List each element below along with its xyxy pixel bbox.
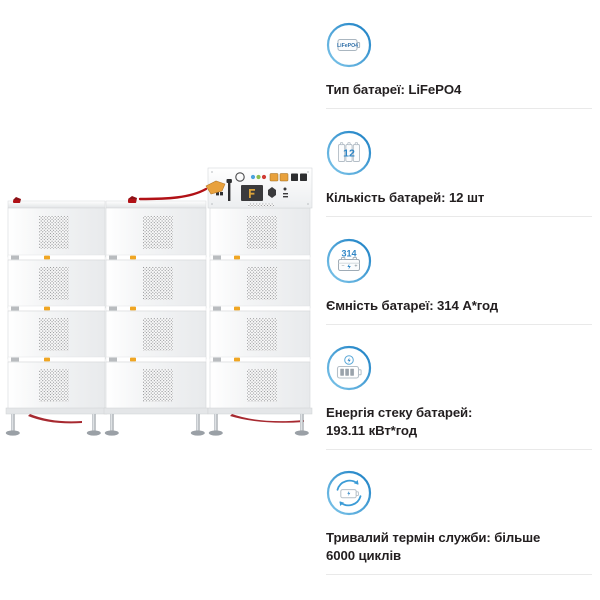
svg-text:314: 314 — [341, 249, 356, 259]
battery-energy-icon — [326, 345, 372, 391]
svg-text:−: − — [341, 263, 344, 269]
svg-text:LiFePO4: LiFePO4 — [337, 43, 358, 49]
battery-stack-column-2 — [103, 196, 209, 436]
product-image-pane — [5, 167, 313, 436]
spec-divider — [326, 324, 592, 325]
spec-label-battery-type: Тип батареї: LiFePO4 — [326, 82, 462, 97]
svg-text:12: 12 — [343, 147, 355, 159]
cable-connector — [128, 196, 137, 203]
spec-item-battery-type: LiFePO4 Тип батареї: LiFePO4 — [326, 22, 592, 99]
spec-item-stack-energy: Енергія стеку батарей: 193.11 кВт*год — [326, 345, 592, 439]
spec-label-battery-count: Кількість батарей: 12 шт — [326, 190, 485, 205]
control-panel — [138, 167, 313, 209]
spec-label-cycle-life: Тривалий термін служби: більше 6000 цикл… — [326, 530, 541, 563]
battery-stack-column-1 — [5, 197, 108, 436]
spec-item-battery-capacity: 314 − + Ємність батареї: 314 А*год — [326, 238, 592, 315]
battery-stack-column-3 — [207, 200, 313, 436]
battery-cycle-life-icon — [326, 470, 372, 516]
lifepo4-battery-icon: LiFePO4 — [326, 22, 372, 68]
spec-divider — [326, 449, 592, 450]
specification-list: LiFePO4 Тип батареї: LiFePO4 — [318, 0, 600, 600]
spec-item-cycle-life: Тривалий термін служби: більше 6000 цикл… — [326, 470, 592, 564]
spec-label-battery-capacity: Ємність батареї: 314 А*год — [326, 298, 499, 313]
svg-text:+: + — [354, 263, 357, 269]
spec-item-battery-count: 12 Кількість батарей: 12 шт — [326, 130, 592, 207]
cable-connector — [13, 197, 21, 203]
spec-divider — [326, 216, 592, 217]
battery-cells-count-icon: 12 — [326, 130, 372, 176]
spec-divider — [326, 574, 592, 575]
battery-stack-illustration — [5, 167, 313, 436]
spec-label-stack-energy: Енергія стеку батарей: 193.11 кВт*год — [326, 405, 473, 438]
spec-divider — [326, 108, 592, 109]
battery-capacity-icon: 314 − + — [326, 238, 372, 284]
